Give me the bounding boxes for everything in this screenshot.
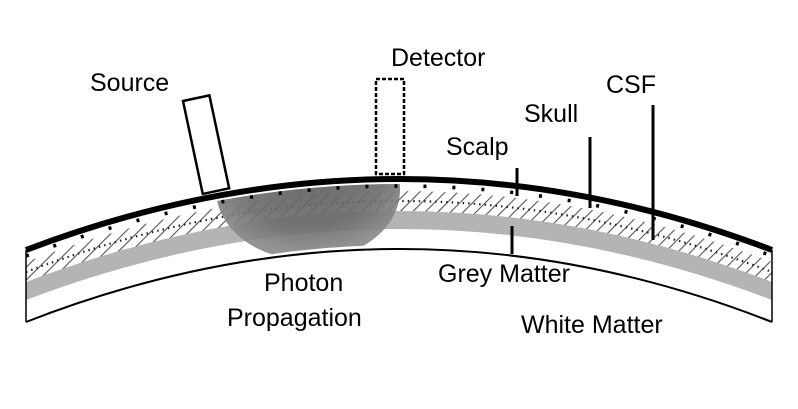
source-label: Source	[90, 69, 169, 97]
source-probe	[181, 93, 231, 196]
grey-matter-layer	[26, 209, 772, 300]
white-matter-layer	[26, 223, 772, 322]
scalp-layer	[24, 176, 774, 253]
white-matter-outline	[25, 248, 773, 323]
white-matter-label: White Matter	[521, 311, 663, 339]
grey-matter-label: Grey Matter	[438, 260, 570, 288]
skull-label: Skull	[524, 100, 578, 128]
detector-label: Detector	[391, 44, 485, 72]
photon-label-line1: Photon	[264, 269, 343, 297]
photon-label-line2: Propagation	[227, 304, 362, 332]
scalp-label: Scalp	[446, 133, 509, 161]
csf-label: CSF	[606, 71, 656, 99]
detector-probe	[374, 77, 406, 176]
skull-layer	[26, 191, 772, 282]
